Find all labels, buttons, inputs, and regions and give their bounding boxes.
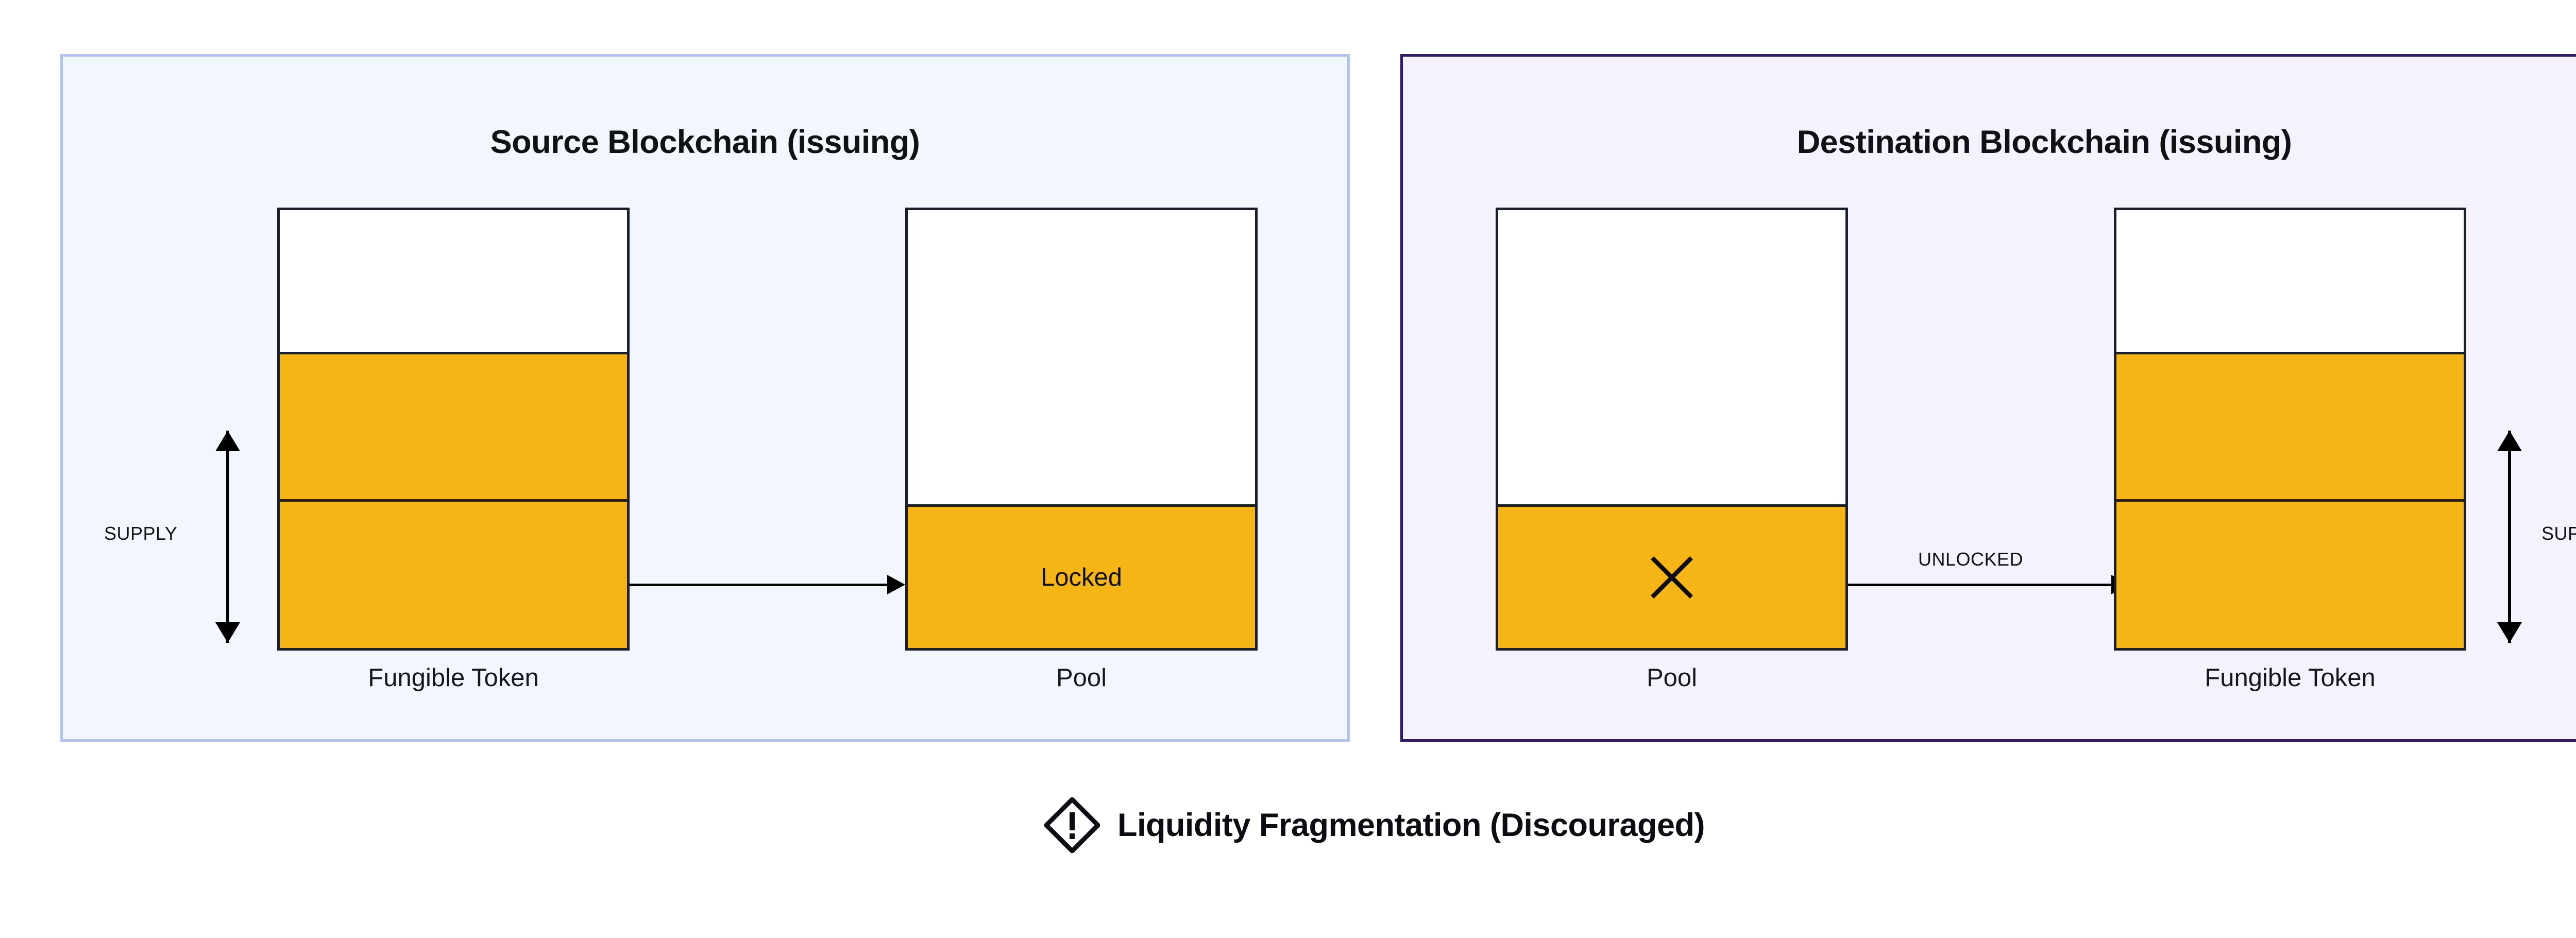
source-pool-locked-label: Locked (1040, 564, 1122, 592)
source-fungible-token-caption: Fungible Token (368, 664, 539, 692)
footer-note: Liquidity Fragmentation (Discouraged) (0, 796, 2576, 855)
destination-pool-box (1496, 208, 1848, 651)
source-fungible-token-box (277, 208, 630, 651)
source-pool-caption: Pool (1056, 664, 1107, 692)
warning-diamond-icon (1043, 796, 1101, 855)
arrow-up-icon (215, 431, 240, 451)
source-token-segment-unused (280, 210, 627, 352)
destination-pool-segment-drained (1498, 504, 1845, 648)
arrow-right-icon (887, 575, 905, 594)
x-mark-icon (1643, 549, 1700, 606)
source-pool-segment-empty (908, 210, 1255, 505)
destination-unlock-arrow-shaft (1848, 584, 2111, 586)
arrow-up-icon (2497, 431, 2522, 451)
source-pool-segment-locked: Locked (908, 504, 1255, 648)
footer-note-text: Liquidity Fragmentation (Discouraged) (1117, 807, 1705, 843)
source-pool-box: Locked (905, 208, 1258, 651)
source-supply-label: SUPPLY (104, 523, 178, 544)
destination-token-segment-circulating (2116, 351, 2464, 500)
panel-destination-blockchain: Destination Blockchain (issuing) Pool UN… (1400, 54, 2576, 742)
destination-pool-caption: Pool (1646, 664, 1698, 692)
arrow-down-icon (215, 622, 240, 643)
source-supply-arrow-shaft (226, 431, 229, 643)
source-token-segment-circulating (280, 351, 627, 500)
destination-token-segment-unused (2116, 210, 2464, 352)
destination-fungible-token-box (2114, 208, 2466, 651)
destination-unlock-label: UNLOCKED (1918, 549, 2024, 570)
panel-source-title: Source Blockchain (issuing) (490, 124, 920, 160)
source-lock-arrow-shaft (630, 584, 887, 586)
destination-token-segment-minted (2116, 499, 2464, 648)
arrow-down-icon (2497, 622, 2522, 643)
panel-destination-title: Destination Blockchain (issuing) (1797, 124, 2292, 160)
destination-supply-label: SUPPLY (2541, 523, 2576, 544)
destination-fungible-token-caption: Fungible Token (2205, 664, 2376, 692)
destination-supply-arrow-shaft (2508, 431, 2511, 643)
destination-pool-segment-empty (1498, 210, 1845, 505)
panel-source-blockchain: Source Blockchain (issuing) Fungible Tok… (60, 54, 1350, 742)
source-token-segment-bridged (280, 499, 627, 648)
